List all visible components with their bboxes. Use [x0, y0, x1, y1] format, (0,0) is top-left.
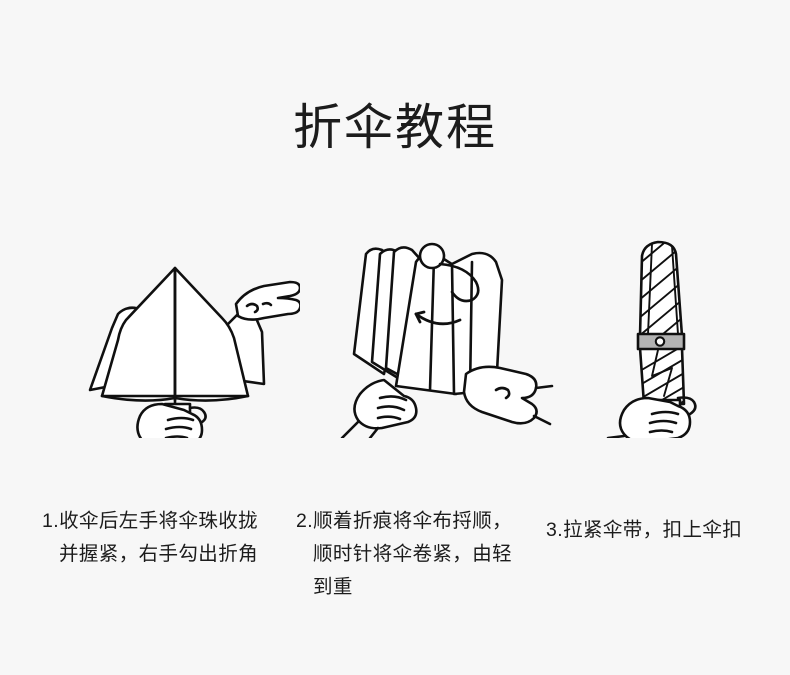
umbrella-rolling-illustration	[320, 228, 560, 438]
step-3-caption-text: 3.拉紧伞带，扣上伞扣	[546, 519, 743, 541]
illustration-row	[0, 228, 790, 438]
step-2-caption: 2.顺着折痕将伞布捋顺，顺时针将伞卷紧，由轻到重	[296, 472, 518, 637]
step-2-caption-text: 2.顺着折痕将伞布捋顺，顺时针将伞卷紧，由轻到重	[296, 510, 513, 598]
step-1-caption: 1.收伞后左手将伞珠收拢并握紧，右手勾出折角	[42, 472, 270, 604]
umbrella-canopy-gathered-illustration	[50, 228, 300, 438]
umbrella-strapped-illustration	[590, 228, 750, 438]
step-1-drawing	[88, 266, 300, 438]
step-3-caption: 3.拉紧伞带，扣上伞扣	[546, 481, 761, 580]
page-title: 折伞教程	[292, 101, 497, 155]
step-2-drawing	[340, 242, 554, 438]
step-3-drawing	[606, 240, 697, 438]
caption-row: 1.收伞后左手将伞珠收拢并握紧，右手勾出折角 2.顺着折痕将伞布捋顺，顺时针将伞…	[0, 472, 790, 602]
step-1-caption-text: 1.收伞后左手将伞珠收拢并握紧，右手勾出折角	[42, 510, 259, 565]
